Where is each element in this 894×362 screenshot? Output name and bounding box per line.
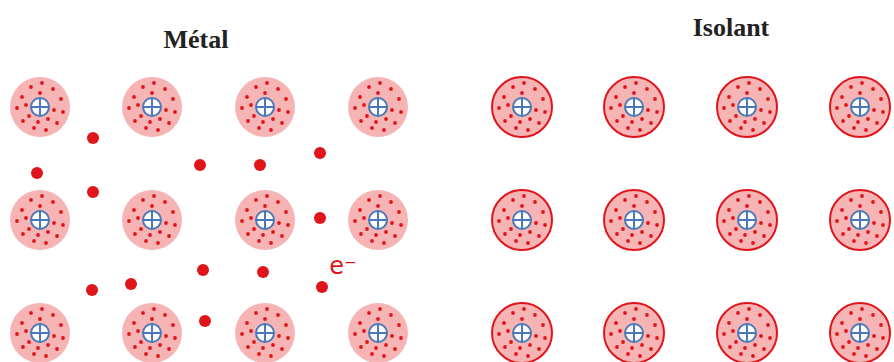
electron [194,159,206,171]
electron [86,284,98,296]
electron [125,278,137,290]
electron [87,132,99,144]
metal-ion [122,77,182,137]
panel-title: Métal [164,27,229,53]
electron [314,147,326,159]
electron [257,266,269,278]
bound-atom [604,190,664,250]
bound-atom [717,303,777,362]
bound-atom [830,303,890,362]
metal-ion [122,190,182,250]
metal-ion [235,190,295,250]
bound-atom [604,303,664,362]
electron [314,212,326,224]
panel-title: Isolant [693,15,770,41]
bound-atom [492,303,552,362]
metal-ion [235,303,295,362]
bound-atom [604,77,664,137]
electron [254,159,266,171]
bound-atom [717,77,777,137]
electron-label: e⁻ [329,254,356,278]
metal-lattice [10,77,408,362]
metal-ion [10,77,70,137]
free-electrons [31,132,328,327]
electron [197,264,209,276]
bound-atom [830,190,890,250]
insulator-lattice [492,77,890,362]
bound-atom [492,77,552,137]
metal-ion [348,190,408,250]
metal-ion [348,77,408,137]
metal-ion [10,303,70,362]
metal-ion [348,303,408,362]
electron [31,167,43,179]
bound-atom [830,77,890,137]
metal-ion [235,77,295,137]
metal-ion [10,190,70,250]
electron [199,315,211,327]
bound-atom [492,190,552,250]
electron [316,281,328,293]
electron [87,186,99,198]
metal-ion [122,303,182,362]
bound-atom [717,190,777,250]
